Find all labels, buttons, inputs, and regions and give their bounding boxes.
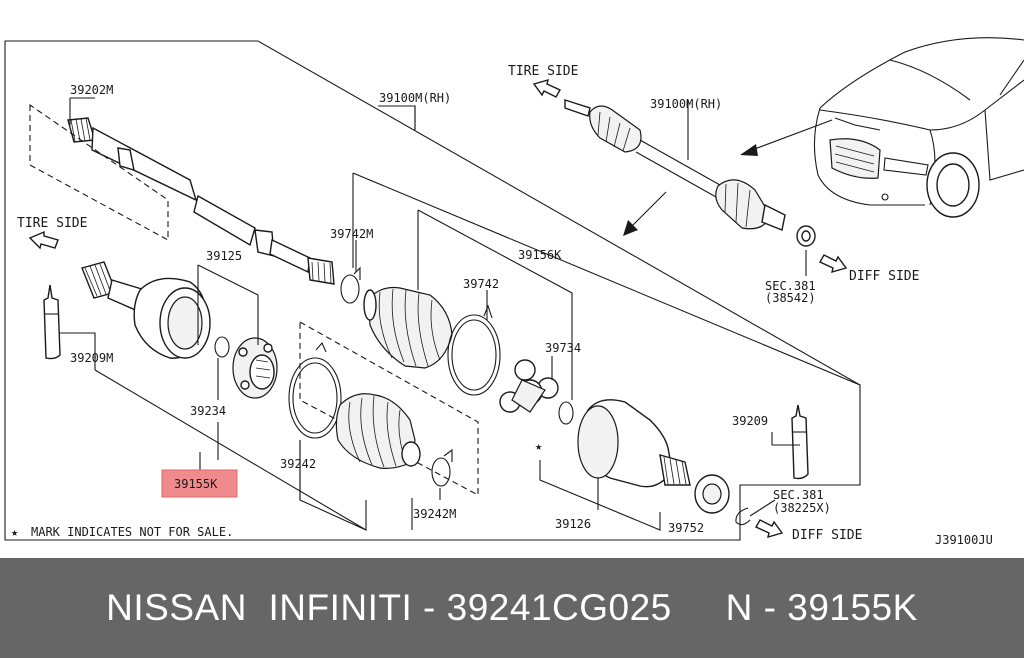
shaft-39202m (67, 117, 335, 285)
band-39242 (288, 341, 342, 439)
outer-joint-39209m (81, 261, 211, 359)
label-39734: 39734 (545, 341, 581, 355)
label-39742: 39742 (463, 277, 499, 291)
band-39742 (447, 304, 501, 396)
label-39742m: 39742M (330, 227, 373, 241)
footer-part-info: NISSAN INFINITI - 39241CG025 N - 39155K (106, 587, 918, 628)
grease-tube-39209 (791, 404, 809, 480)
diagram-code: J39100JU (935, 533, 993, 547)
label-39100m-rh-main: 39100M(RH) (379, 91, 451, 105)
label-39126: 39126 (555, 517, 591, 531)
star-marker: ★ (535, 439, 542, 453)
label-39202m: 39202M (70, 83, 113, 97)
leader-lines (60, 97, 861, 531)
arrow-tire-side-left (28, 230, 59, 250)
label-sec381-top-sub: (38542) (765, 291, 816, 305)
circlip-38225x (735, 507, 751, 526)
label-sec381-bottom-sub: (38225X) (773, 501, 831, 515)
boot-39741 (363, 286, 453, 369)
arrow-tire-side-top (532, 78, 561, 98)
spider-39734 (499, 359, 559, 413)
band-39242m (431, 448, 453, 487)
label-39156k: 39156K (518, 248, 562, 262)
label-39155k: 39155K (174, 477, 218, 491)
dashed-group-39202m (29, 103, 169, 241)
star-note-symbol: ★ (11, 525, 18, 539)
label-39242: 39242 (280, 457, 316, 471)
label-diff-side-bottom: DIFF SIDE (792, 528, 862, 543)
label-tire-side-left: TIRE SIDE (17, 216, 87, 231)
label-39125: 39125 (206, 249, 242, 263)
label-sec381-bottom: SEC.381 (773, 488, 824, 502)
inset-driveshaft (564, 99, 816, 247)
grease-tube-39209m (43, 284, 61, 360)
label-39100m-rh-inset: 39100M(RH) (650, 97, 722, 111)
circlip-39234 (214, 336, 230, 358)
label-39242m: 39242M (413, 507, 456, 521)
label-39209m: 39209M (70, 351, 113, 365)
dashed-group-boot (299, 321, 479, 496)
label-39234: 39234 (190, 404, 226, 418)
inset-arrow-car (740, 119, 833, 156)
boot-39241 (335, 393, 421, 469)
diagram-frame (4, 40, 861, 541)
seal-39752 (694, 474, 730, 514)
car-illustration (813, 37, 1024, 218)
arrow-diff-side-bottom (755, 519, 784, 539)
band-39742m (340, 266, 361, 304)
star-note: MARK INDICATES NOT FOR SALE. (31, 525, 233, 539)
highlight-box-39155k (161, 469, 238, 498)
parts-diagram: 39202M 39100M(RH) 39100M(RH) 39742M 3915… (4, 37, 1024, 547)
label-diff-side-top: DIFF SIDE (849, 269, 919, 284)
label-39752: 39752 (668, 521, 704, 535)
housing-39209 (577, 399, 691, 488)
label-sec381-top: SEC.381 (765, 279, 816, 293)
label-39209: 39209 (732, 414, 768, 428)
footer-bar: NISSAN INFINITI - 39241CG025 N - 39155K (0, 558, 1024, 658)
label-tire-side-top: TIRE SIDE (508, 64, 578, 79)
inset-arrow-down (623, 191, 667, 236)
inner-race-39125 (232, 337, 278, 399)
arrow-diff-side-top (819, 254, 848, 274)
snap-ring-39734 (558, 401, 574, 425)
